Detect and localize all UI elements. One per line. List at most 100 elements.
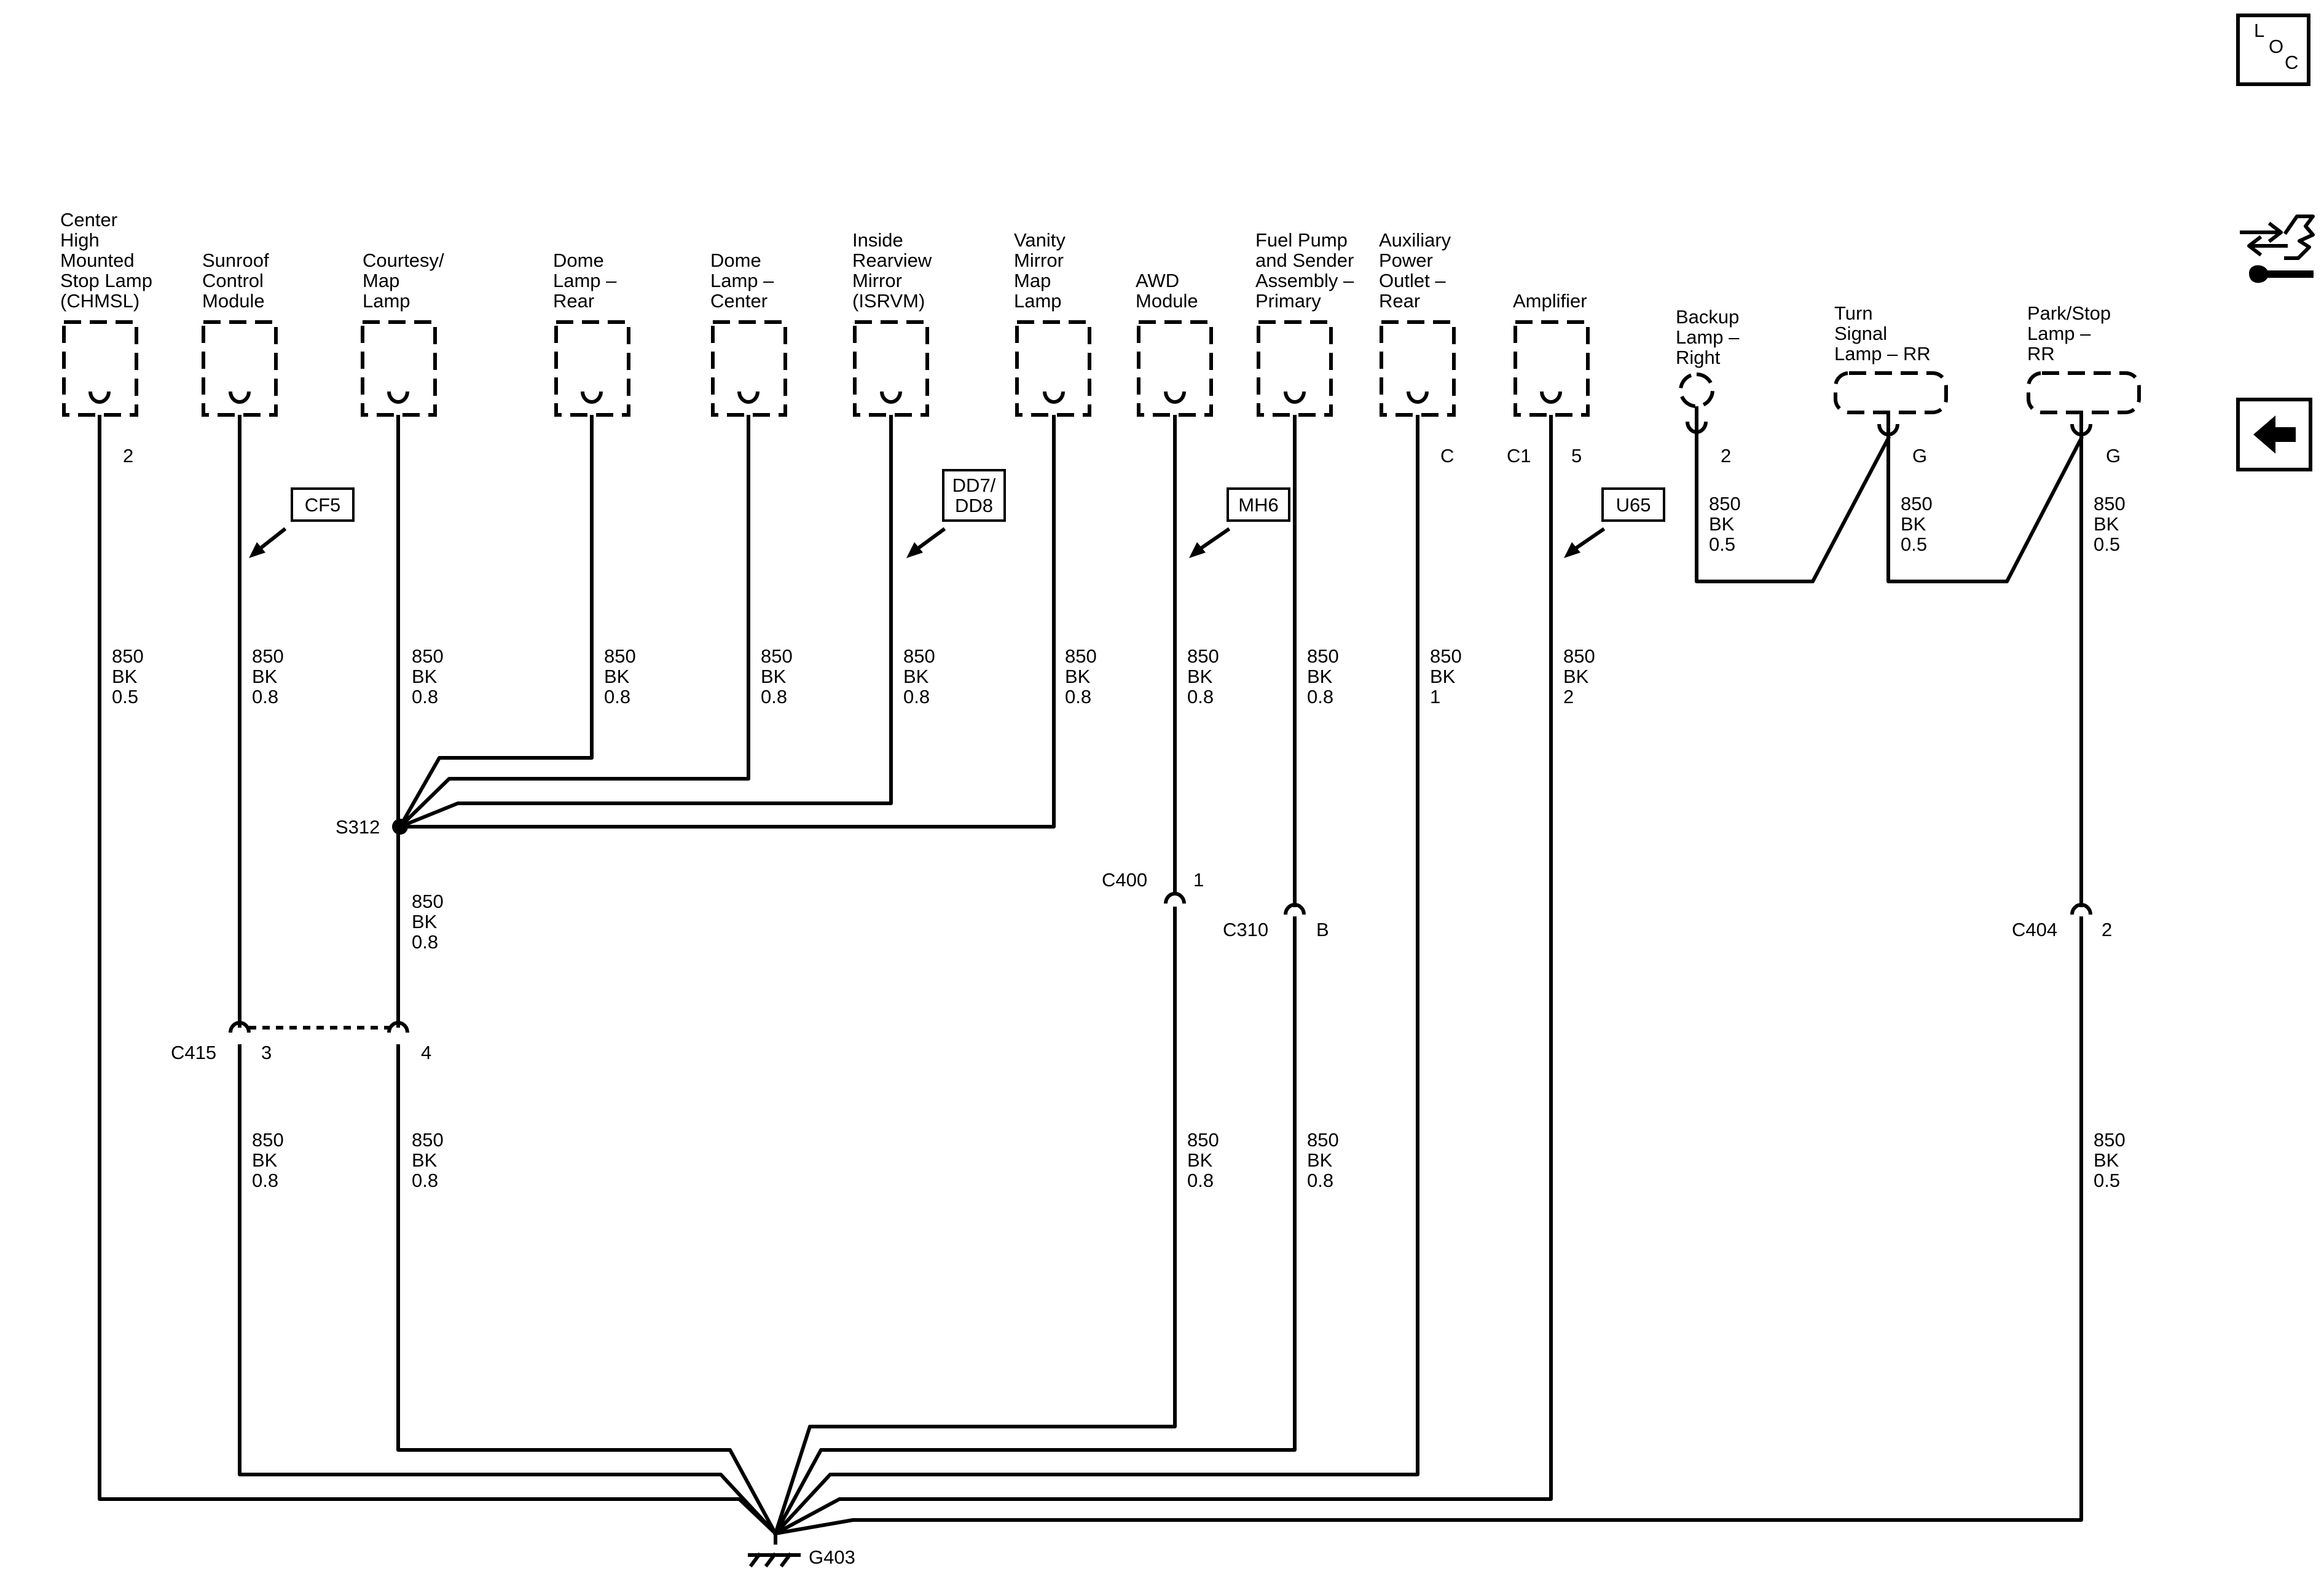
fuel-pump-terminal	[1284, 391, 1306, 424]
isrvm-label: Rearview	[852, 250, 932, 271]
wire-label-17: 850	[412, 1129, 444, 1151]
loc-button[interactable]: L O C	[2236, 14, 2310, 86]
wire-label-14: BK	[2094, 513, 2119, 535]
fuel-pump-box	[1257, 320, 1333, 417]
sunroof-label: Module	[202, 290, 265, 312]
wire-label-17: BK	[412, 1149, 438, 1171]
vanity-terminal	[1043, 391, 1065, 424]
chmsl-terminal	[88, 391, 111, 424]
wire-label-17: 0.8	[412, 1170, 438, 1191]
c404-pin-2-label: 2	[2102, 919, 2112, 940]
backup-lamp-pin-label: 2	[1721, 445, 1731, 467]
wire-label-18: 850	[1187, 1129, 1219, 1151]
chmsl-label: Center	[60, 209, 117, 230]
park-lamp-label: Park/Stop	[2027, 302, 2111, 324]
turn-lamp-label: Turn	[1834, 302, 1873, 324]
wire-label-20: 0.5	[2094, 1170, 2120, 1191]
wire-label-8: BK	[1187, 666, 1213, 687]
backup-lamp-label: Lamp –	[1676, 326, 1740, 348]
amplifier-box	[1513, 320, 1590, 417]
fuel-pump-label: and Sender	[1255, 250, 1354, 271]
dome-rear-box	[554, 320, 630, 417]
aux-outlet-label: Auxiliary	[1379, 229, 1451, 251]
vanity-label: Vanity	[1014, 229, 1066, 251]
c400-pin-1	[1164, 892, 1186, 922]
wire-label-13: BK	[1901, 513, 1926, 535]
chmsl-label: Mounted	[60, 250, 135, 271]
chmsl-label: (CHMSL)	[60, 290, 139, 312]
wire-label-15: 850	[412, 891, 444, 912]
wire-label-2: 850	[252, 645, 284, 667]
wire-label-11: 850	[1563, 645, 1595, 667]
park-lamp-label: RR	[2027, 343, 2055, 364]
chmsl-box	[62, 320, 138, 417]
chmsl-label: Stop Lamp	[60, 270, 152, 291]
aux-outlet-box	[1380, 320, 1456, 417]
chmsl-pin-label: 2	[123, 445, 133, 467]
c415-pin-3	[229, 1014, 251, 1033]
wire-label-7: 850	[1065, 645, 1097, 667]
dd7-dd8-tag-box	[942, 469, 1006, 522]
c404-label: C404	[2012, 919, 2057, 940]
wire-label-13: 850	[1901, 493, 1933, 514]
wire-label-13: 0.5	[1901, 534, 1927, 555]
wire-label-3: 0.8	[412, 686, 438, 707]
vanity-label: Lamp	[1014, 290, 1062, 312]
wire-label-1: BK	[112, 666, 138, 687]
c415-label: C415	[171, 1042, 216, 1063]
wire-label-6: 850	[903, 645, 935, 667]
pin-terminals	[88, 391, 2092, 1033]
dome-center-box	[711, 320, 787, 417]
option-tag-2: DD8	[955, 495, 993, 516]
vanity-label: Map	[1014, 270, 1051, 291]
c400-label: C400	[1102, 869, 1147, 891]
sunroof-box	[202, 320, 278, 417]
awd-label: Module	[1136, 290, 1198, 312]
awd-box	[1137, 320, 1213, 417]
wire-label-9: 850	[1307, 645, 1339, 667]
c310-pin-b	[1284, 889, 1306, 915]
connector-end-view-icon[interactable]	[2240, 215, 2315, 283]
c415-pin-4-label: 4	[421, 1042, 431, 1063]
wire-label-1: 0.5	[112, 686, 138, 707]
park-lamp-box	[2027, 371, 2141, 414]
wire-label-5: 0.8	[761, 686, 787, 707]
chmsl-label: High	[60, 229, 100, 251]
turn-lamp-label: Lamp – RR	[1834, 343, 1931, 364]
wire-label-8: 850	[1187, 645, 1219, 667]
wire-label-2: 0.8	[252, 686, 278, 707]
c415-pin-3-label: 3	[261, 1042, 272, 1063]
dome-rear-label: Dome	[553, 250, 604, 271]
amplifier-label: Amplifier	[1513, 290, 1587, 312]
isrvm-box	[853, 320, 929, 417]
wire-label-19: BK	[1307, 1149, 1333, 1171]
u65-tag-box	[1601, 487, 1665, 522]
wire-label-15: BK	[412, 911, 438, 932]
wire-label-1: 850	[112, 645, 144, 667]
sunroof-label: Sunroof	[202, 250, 269, 271]
c400-pin-1-label: 1	[1193, 869, 1204, 891]
aux-outlet-label: Outlet –	[1379, 270, 1446, 291]
back-button[interactable]	[2236, 398, 2312, 471]
wire-label-4: BK	[604, 666, 630, 687]
backup-lamp-box	[1679, 372, 1714, 408]
park-lamp-label: Lamp –	[2027, 323, 2091, 344]
option-arrows	[249, 527, 1606, 558]
wire-label-5: BK	[761, 666, 787, 687]
dome-rear-label: Lamp –	[553, 270, 617, 291]
option-tag-3: MH6	[1238, 494, 1278, 516]
loc-icon[interactable]	[2236, 14, 2310, 86]
park-lamp-terminal	[2070, 412, 2092, 436]
wire-label-4: 0.8	[604, 686, 630, 707]
wire-label-10: 1	[1430, 686, 1440, 707]
dome-rear-terminal	[581, 391, 603, 424]
wire-label-8: 0.8	[1187, 686, 1214, 707]
ground-symbol	[748, 1532, 801, 1568]
turn-lamp-box	[1834, 371, 1948, 414]
wire-label-9: BK	[1307, 666, 1333, 687]
wire-label-10: 850	[1430, 645, 1462, 667]
isrvm-label: Inside	[852, 229, 903, 251]
aux-outlet-label: Rear	[1379, 290, 1420, 312]
wire-label-4: 850	[604, 645, 636, 667]
